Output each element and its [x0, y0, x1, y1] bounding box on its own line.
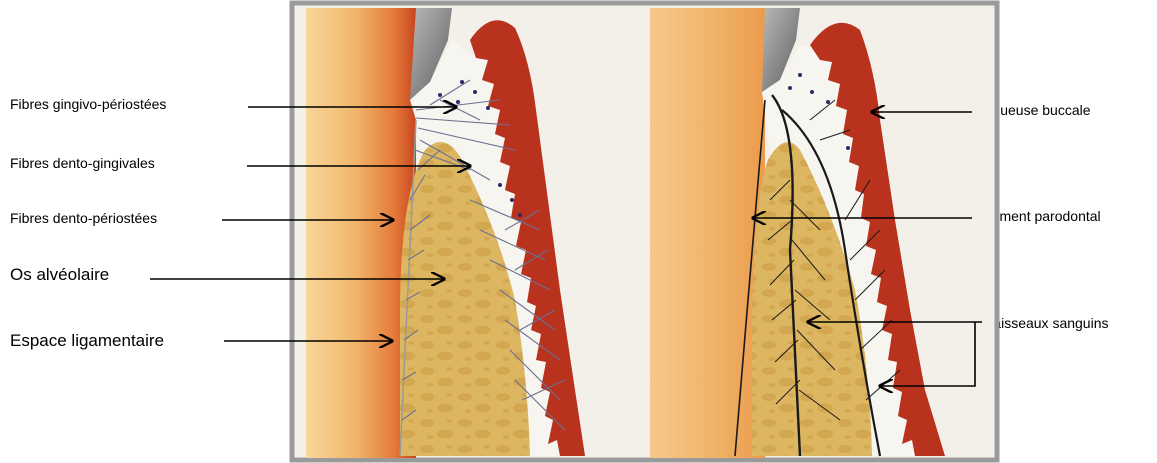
right-tooth-root — [650, 8, 765, 458]
left-tooth-root — [306, 8, 416, 458]
